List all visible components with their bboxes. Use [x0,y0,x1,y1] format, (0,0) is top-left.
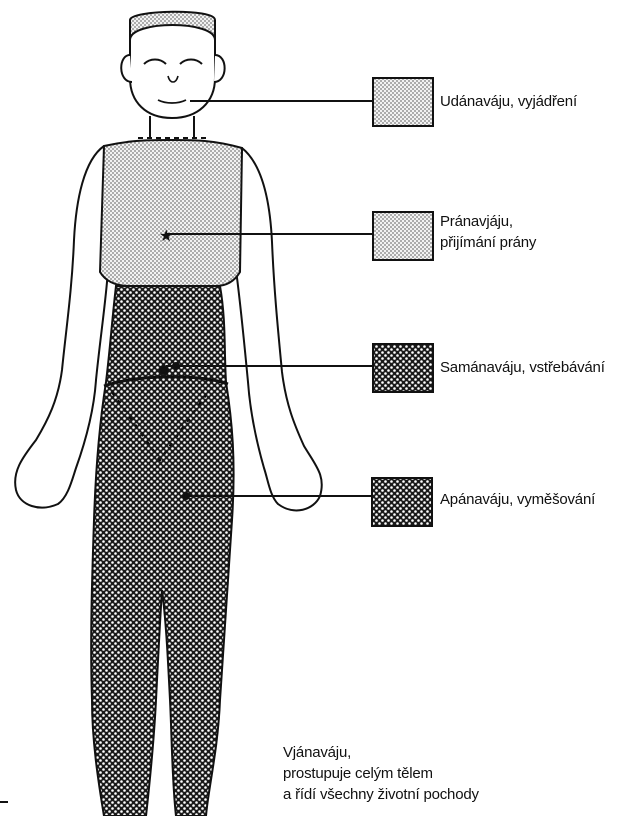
udana-label: Udánaváju, vyjádření [440,91,577,112]
face [130,25,215,118]
prana-label-line1: Pránavjáju, [440,211,620,232]
vyana-label-line2: prostupuje celým tělem [283,763,523,784]
vyana-label-line3: a řídí všechny životní pochody [283,784,523,805]
apana-label: Apánaváju, vyměšování [440,489,595,510]
apana-dot [183,493,189,499]
right-ear [214,55,225,82]
samana-swatch [373,344,433,392]
apana-label-line1: Apánaváju, vyměšování [440,489,595,510]
prana-swatch [373,212,433,260]
legend-swatches [372,78,433,526]
right-arm [236,148,322,510]
samana-label-line1: Samánaváju, vstřebávání [440,357,605,378]
chest [100,140,242,286]
samana-dot-2 [173,363,179,369]
neck [150,116,194,138]
prana-label: Pránavjáju, přijímání prány [440,211,620,253]
prana-star: ★ [159,226,173,245]
samana-label: Samánaváju, vstřebávání [440,357,605,378]
left-arm [15,146,108,508]
vyana-label: Vjánaváju, prostupuje celým tělem a řídí… [283,742,523,805]
vyana-label-line1: Vjánaváju, [283,742,523,763]
udana-label-line1: Udánaváju, vyjádření [440,91,577,112]
udana-swatch [373,78,433,126]
apana-swatch [372,478,432,526]
samana-dot [160,366,168,374]
prana-label-line2: přijímání prány [440,232,620,253]
head [121,12,224,138]
